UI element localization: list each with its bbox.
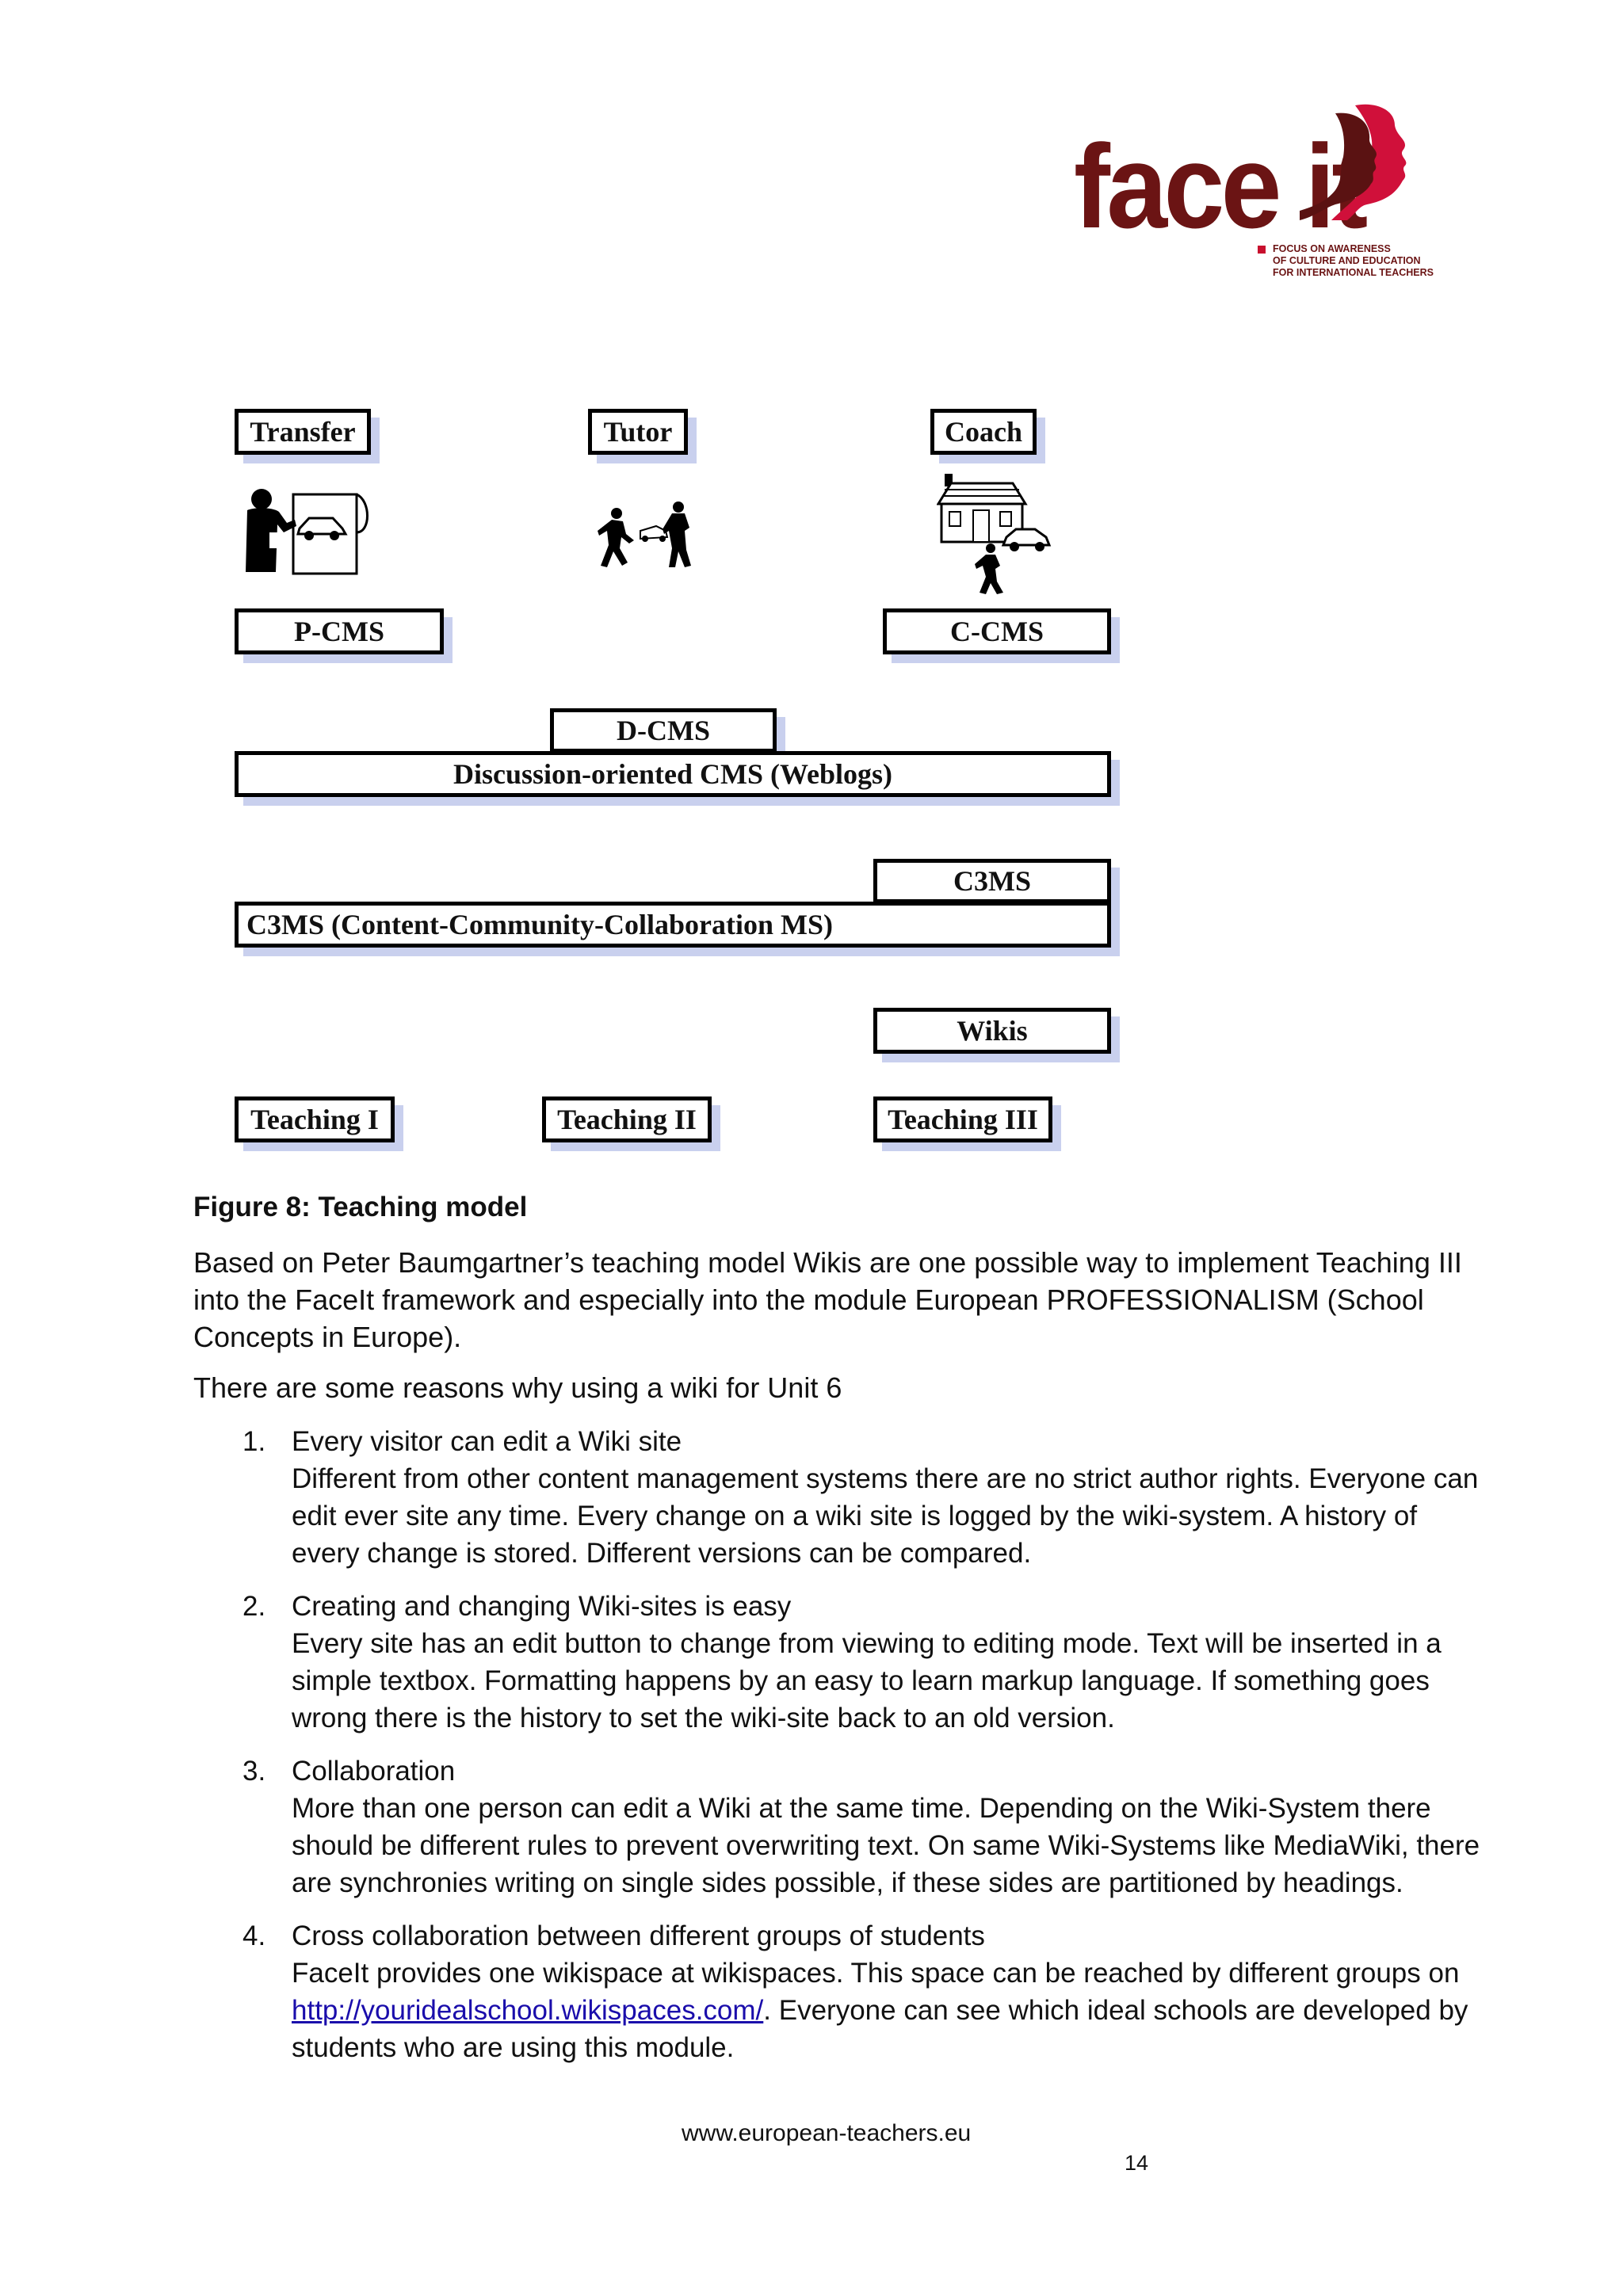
teacher-with-board-icon bbox=[246, 489, 369, 575]
running-figures-icon bbox=[598, 502, 691, 567]
page-number: 14 bbox=[1125, 2151, 1149, 2175]
teaching-iii-box: Teaching III bbox=[873, 1097, 1052, 1142]
logo-tagline-line: OF CULTURE AND EDUCATION bbox=[1273, 255, 1421, 266]
list-item-text-before: FaceIt provides one wikispace at wikispa… bbox=[292, 1958, 1460, 1989]
wikis-box: Wikis bbox=[873, 1008, 1111, 1054]
house-with-car-icon bbox=[937, 474, 1052, 594]
list-number: 2. bbox=[242, 1591, 266, 1622]
list-number: 3. bbox=[242, 1756, 266, 1787]
logo-bullet bbox=[1258, 246, 1266, 254]
tutor-box: Tutor bbox=[588, 409, 688, 455]
list-item-text-after: . Everyone can see which ideal schools a… bbox=[292, 1995, 1468, 2063]
list-item: Creating and changing Wiki-sites is easy… bbox=[292, 1588, 1480, 1737]
list-item-title: Cross collaboration between different gr… bbox=[292, 1920, 985, 1951]
list-item: Cross collaboration between different gr… bbox=[292, 1917, 1480, 2066]
list-item-title: Creating and changing Wiki-sites is easy bbox=[292, 1591, 792, 1622]
list-item: Collaboration More than one person can e… bbox=[292, 1753, 1480, 1901]
discussion-cms-box: Discussion-oriented CMS (Weblogs) bbox=[235, 751, 1111, 797]
list-item-text: Different from other content management … bbox=[292, 1463, 1479, 1569]
reasons-intro: There are some reasons why using a wiki … bbox=[193, 1371, 842, 1404]
p-cms-box: P-CMS bbox=[235, 608, 444, 654]
logo-tagline-line: FOCUS ON AWARENESS bbox=[1273, 243, 1391, 254]
c3ms-full-box: C3MS (Content-Community-Collaboration MS… bbox=[235, 902, 1111, 948]
faces-profile-icon bbox=[1300, 104, 1407, 220]
wikispaces-link[interactable]: http://youridealschool.wikispaces.com/ bbox=[292, 1995, 764, 2026]
intro-paragraph: Based on Peter Baumgartner’s teaching mo… bbox=[193, 1246, 1462, 1353]
coach-box: Coach bbox=[930, 409, 1037, 455]
transfer-box: Transfer bbox=[235, 409, 371, 455]
figure-caption: Figure 8: Teaching model bbox=[193, 1192, 528, 1222]
footer-url: www.european-teachers.eu bbox=[682, 2120, 972, 2146]
list-number: 4. bbox=[242, 1920, 266, 1951]
c3ms-box: C3MS bbox=[873, 859, 1111, 903]
list-item: Every visitor can edit a Wiki site Diffe… bbox=[292, 1423, 1480, 1572]
c-cms-box: C-CMS bbox=[883, 608, 1111, 654]
logo-tagline-line: FOR INTERNATIONAL TEACHERS bbox=[1273, 267, 1434, 278]
logo-wordmark: face it bbox=[1074, 120, 1368, 253]
list-item-title: Collaboration bbox=[292, 1756, 456, 1787]
list-item-text: More than one person can edit a Wiki at … bbox=[292, 1793, 1480, 1898]
list-number: 1. bbox=[242, 1426, 266, 1457]
list-item-text: FaceIt provides one wikispace at wikispa… bbox=[292, 1955, 1480, 2066]
list-item-title: Every visitor can edit a Wiki site bbox=[292, 1426, 682, 1457]
teaching-i-box: Teaching I bbox=[235, 1097, 395, 1142]
teaching-ii-box: Teaching II bbox=[542, 1097, 712, 1142]
logo-tagline: FOCUS ON AWARENESS OF CULTURE AND EDUCAT… bbox=[1273, 243, 1434, 279]
d-cms-box: D-CMS bbox=[550, 708, 777, 753]
list-item-text: Every site has an edit button to change … bbox=[292, 1628, 1442, 1733]
